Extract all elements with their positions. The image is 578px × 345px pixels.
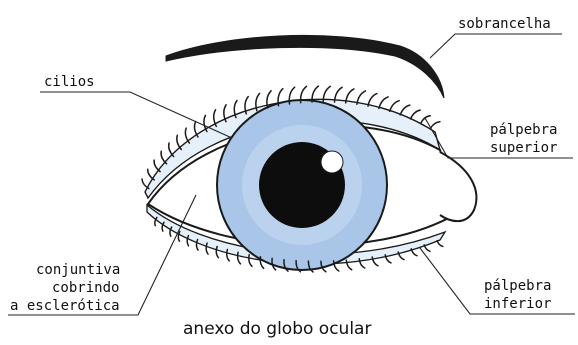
diagram-caption: anexo do globo ocular <box>183 319 371 339</box>
label-conjuntiva-2: cobrindo <box>52 280 119 296</box>
eyelash <box>379 97 388 109</box>
eyelash <box>430 122 440 129</box>
eyelash <box>424 245 430 251</box>
eyelash <box>196 240 198 251</box>
eyelash <box>154 160 160 172</box>
eyelash <box>194 122 198 138</box>
label-palpebra-superior-2: superior <box>490 140 557 156</box>
eyelash <box>187 236 188 246</box>
eyelash <box>148 169 155 180</box>
eyelash <box>178 231 180 241</box>
tear-duct-corner <box>440 152 476 221</box>
eyelash <box>400 105 410 115</box>
eyelash <box>437 241 443 247</box>
label-palpebra-inferior-1: pálpebra <box>484 278 551 294</box>
label-sobrancelha: sobrancelha <box>458 16 551 32</box>
eyelash <box>411 110 421 119</box>
label-conjuntiva-1: conjuntiva <box>36 262 120 278</box>
eyelash <box>170 227 172 236</box>
label-conjuntiva-3: a esclerótica <box>10 298 120 314</box>
pupil-highlight <box>321 151 343 173</box>
label-palpebra-inferior-2: inferior <box>484 296 551 312</box>
leader-sobrancelha <box>430 34 562 58</box>
label-cilios: cilios <box>44 74 95 90</box>
eyelash <box>390 101 399 112</box>
eyelash <box>142 179 149 189</box>
label-palpebra-superior-1: pálpebra <box>490 122 557 138</box>
